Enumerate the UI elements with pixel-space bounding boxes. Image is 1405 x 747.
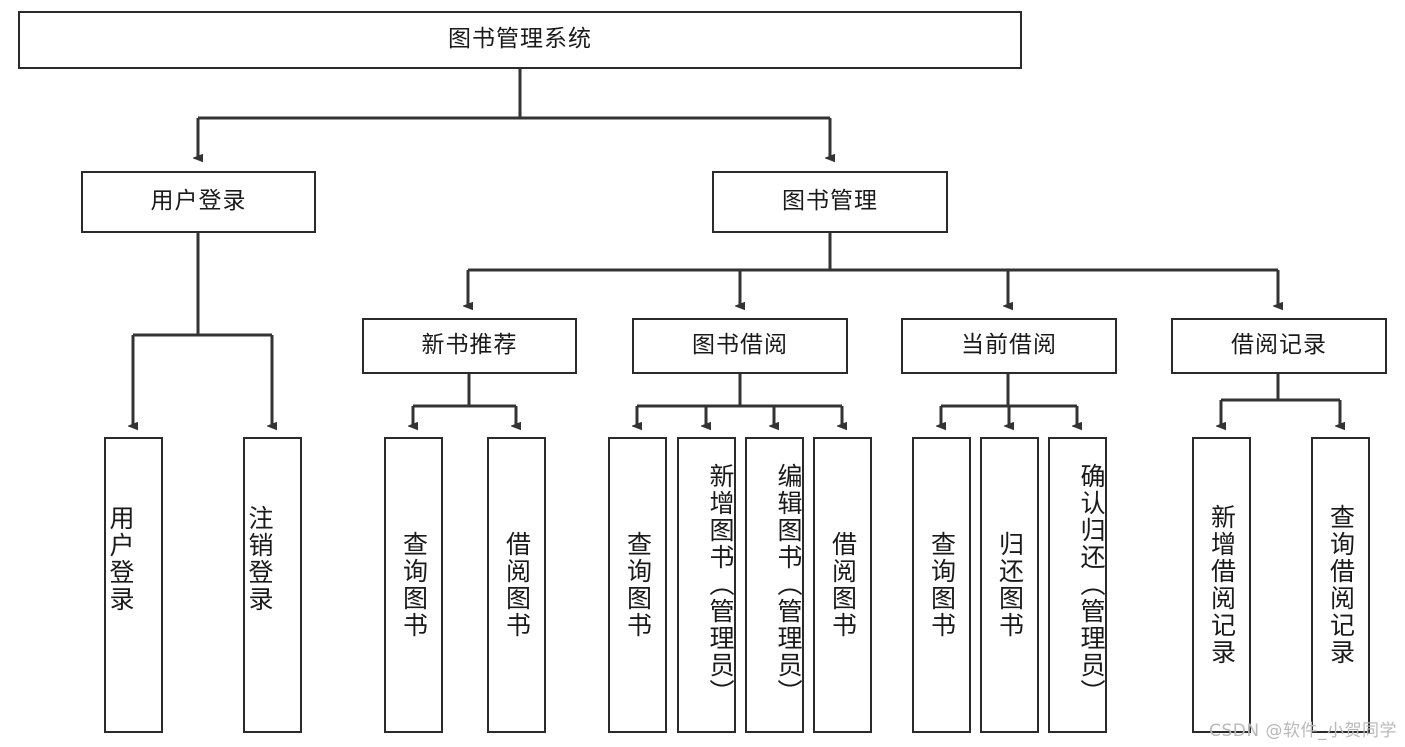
node-book-borrow-label: 图书借阅 [692,332,788,359]
leaf-label: 编辑图书（管理员） [774,462,803,706]
leaf-user-login-1[interactable]: 注销登录 [243,437,302,733]
node-user-login[interactable]: 用户登录 [81,171,316,233]
node-new-book-recommend[interactable]: 新书推荐 [362,318,577,374]
leaf-book-borrow-3[interactable]: 借阅图书 [813,437,872,733]
leaf-new-book-1[interactable]: 借阅图书 [487,437,546,733]
leaf-current-borrow-1[interactable]: 归还图书 [980,437,1039,733]
leaf-label: 借阅图书 [828,531,858,639]
leaf-label: 新增借阅记录 [1207,504,1237,666]
leaf-label: 注销登录 [245,505,274,613]
leaf-borrow-record-1[interactable]: 查询借阅记录 [1311,437,1370,733]
leaf-label: 用户登录 [106,505,135,613]
leaf-book-borrow-0[interactable]: 查询图书 [608,437,667,733]
node-root[interactable]: 图书管理系统 [18,11,1022,69]
leaf-label: 查询图书 [623,531,653,639]
leaf-label: 确认归还（管理员） [1077,462,1106,706]
node-user-login-label: 用户登录 [150,188,247,215]
leaf-current-borrow-2[interactable]: 确认归还（管理员） [1048,437,1107,733]
node-borrow-record[interactable]: 借阅记录 [1171,318,1387,374]
leaf-label: 借阅图书 [502,531,532,639]
node-book-manage[interactable]: 图书管理 [712,171,948,233]
node-current-borrow[interactable]: 当前借阅 [901,318,1117,374]
leaf-user-login-0[interactable]: 用户登录 [104,437,163,733]
leaf-borrow-record-0[interactable]: 新增借阅记录 [1192,437,1251,733]
leaf-book-borrow-1[interactable]: 新增图书（管理员） [677,437,736,733]
node-new-book-recommend-label: 新书推荐 [421,332,518,359]
node-borrow-record-label: 借阅记录 [1231,332,1327,359]
leaf-label: 新增图书（管理员） [706,462,735,706]
node-current-borrow-label: 当前借阅 [961,332,1057,359]
node-book-borrow[interactable]: 图书借阅 [632,318,848,374]
node-book-manage-label: 图书管理 [782,188,878,215]
leaf-current-borrow-0[interactable]: 查询图书 [912,437,971,733]
leaf-label: 查询图书 [927,531,957,639]
leaf-new-book-0[interactable]: 查询图书 [384,437,443,733]
leaf-label: 查询图书 [399,531,429,639]
leaf-label: 归还图书 [995,531,1025,639]
leaf-book-borrow-2[interactable]: 编辑图书（管理员） [745,437,804,733]
watermark: CSDN @软件_小贺同学 [1209,721,1397,741]
node-root-label: 图书管理系统 [448,26,592,53]
leaf-label: 查询借阅记录 [1326,504,1356,666]
